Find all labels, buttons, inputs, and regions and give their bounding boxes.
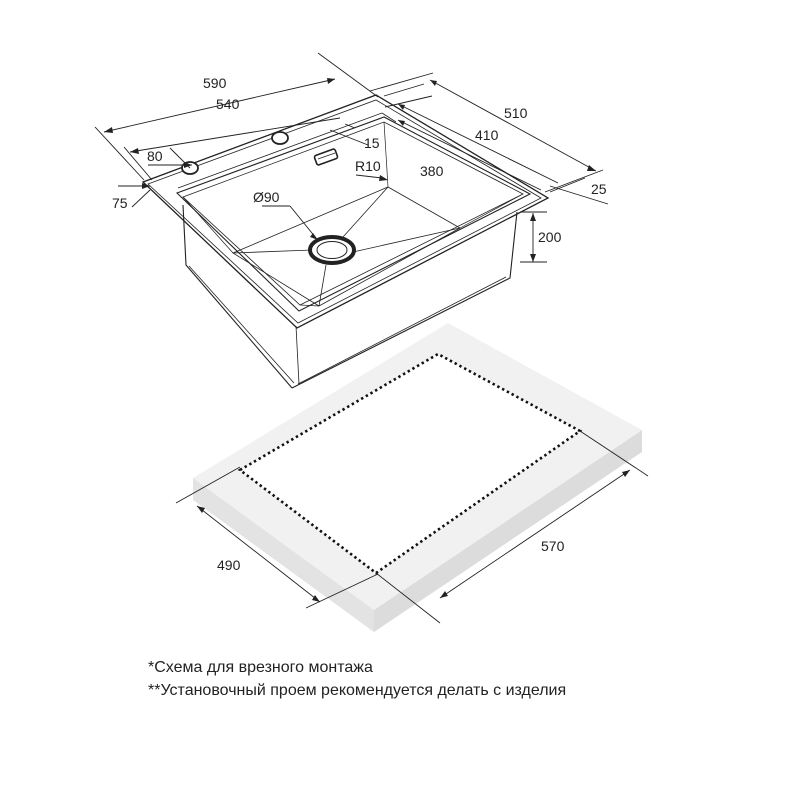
arrow-590-right bbox=[327, 78, 335, 84]
label-r10: R10 bbox=[355, 158, 381, 174]
leader-15-b bbox=[344, 123, 356, 129]
dim-line-490 bbox=[196, 505, 321, 603]
drain-rib-1 bbox=[232, 249, 313, 254]
label-d90: Ø90 bbox=[253, 189, 280, 205]
label-490: 490 bbox=[217, 557, 241, 573]
ext-510-right bbox=[544, 169, 604, 193]
dimension-labels: 590 540 80 75 15 R10 380 410 510 25 Ø90 … bbox=[112, 75, 607, 573]
ledge-line-2 bbox=[381, 112, 397, 123]
ext-410 bbox=[383, 83, 425, 97]
leader-d90-b bbox=[289, 205, 317, 239]
bowl-corner-back bbox=[383, 121, 389, 188]
bowl-bottom-edge bbox=[188, 265, 295, 384]
ext-590-left bbox=[94, 126, 145, 181]
arrow-80 bbox=[184, 162, 192, 168]
arrowheads bbox=[104, 78, 630, 602]
label-80: 80 bbox=[147, 148, 163, 164]
countertop bbox=[193, 323, 642, 632]
dim-line-380 bbox=[397, 119, 542, 191]
dimension-lines bbox=[94, 52, 649, 624]
arrow-510-top bbox=[430, 80, 437, 86]
deck-outline bbox=[141, 94, 550, 329]
countertop-front-face bbox=[193, 478, 374, 632]
note-flush-mount: *Схема для врезного монтажа bbox=[148, 659, 373, 676]
ext-510-top bbox=[369, 72, 434, 92]
label-25: 25 bbox=[591, 181, 607, 197]
label-380: 380 bbox=[420, 163, 444, 179]
arrow-490-top bbox=[197, 506, 205, 513]
note-cutout-recommendation: **Установочный проем рекомендуется делат… bbox=[148, 682, 567, 699]
arrow-570-right bbox=[622, 470, 630, 477]
bowl-rim-inner bbox=[182, 121, 524, 306]
deck-outline-inner bbox=[147, 99, 542, 324]
arrow-570-left bbox=[440, 591, 448, 598]
bowl-left-wall bbox=[182, 204, 293, 389]
bowl-corner-front bbox=[299, 304, 320, 307]
ext-540-left bbox=[123, 146, 153, 181]
label-590: 590 bbox=[203, 75, 227, 91]
dim-line-510 bbox=[429, 79, 597, 172]
ext-570-a bbox=[375, 572, 441, 624]
arrow-200-bottom bbox=[530, 254, 536, 262]
sink-technical-drawing: 590 540 80 75 15 R10 380 410 510 25 Ø90 … bbox=[94, 52, 649, 632]
drain-rib-2 bbox=[342, 186, 389, 238]
ext-75 bbox=[131, 189, 151, 208]
label-570: 570 bbox=[541, 538, 565, 554]
ext-570-b bbox=[579, 430, 649, 477]
drain bbox=[308, 235, 356, 265]
dim-line-570 bbox=[439, 469, 631, 599]
arrow-r10 bbox=[379, 175, 388, 181]
ext-25 bbox=[549, 177, 586, 193]
dim-line-590 bbox=[103, 78, 336, 133]
bowl-bottom-edge-2 bbox=[297, 276, 507, 385]
arrow-d90 bbox=[310, 233, 318, 240]
drain-rib-3 bbox=[352, 227, 461, 253]
label-75: 75 bbox=[112, 195, 128, 211]
dim-line-410 bbox=[397, 103, 559, 184]
arrow-590-left bbox=[104, 127, 113, 133]
arrow-540-left bbox=[130, 148, 139, 154]
arrow-200-top bbox=[530, 213, 536, 221]
leader-r10 bbox=[355, 174, 383, 179]
installation-notes: *Схема для врезного монтажа **Установочн… bbox=[148, 656, 788, 702]
ext-590-right bbox=[317, 52, 379, 98]
dim-line-540 bbox=[129, 117, 341, 153]
arrow-75 bbox=[142, 183, 150, 189]
label-410: 410 bbox=[475, 127, 499, 143]
label-540: 540 bbox=[216, 96, 240, 112]
label-510: 510 bbox=[504, 105, 528, 121]
overflow-icon bbox=[313, 148, 339, 166]
arrow-380 bbox=[398, 120, 405, 126]
arrow-490-bottom bbox=[312, 595, 320, 602]
dim-line-25 bbox=[549, 185, 609, 205]
leader-15 bbox=[329, 129, 369, 146]
tap-hole-right-icon bbox=[271, 131, 289, 145]
bowl-front-wall bbox=[291, 211, 518, 389]
arrow-510-bottom bbox=[587, 165, 596, 171]
label-200: 200 bbox=[538, 229, 562, 245]
bowl-wall-edge bbox=[295, 325, 300, 385]
arrow-410 bbox=[398, 104, 405, 110]
countertop-right-face bbox=[374, 430, 642, 632]
drain-inner-icon bbox=[316, 241, 348, 259]
bowl-corner-right bbox=[459, 193, 524, 229]
ext-490-a bbox=[175, 466, 241, 504]
bowl-rim bbox=[175, 116, 532, 312]
ext-490-b bbox=[305, 573, 379, 609]
drain-rib-4 bbox=[318, 264, 327, 307]
ledge-line bbox=[177, 112, 383, 189]
ext-380 bbox=[384, 95, 433, 108]
label-15: 15 bbox=[364, 135, 380, 151]
bowl-corner-left bbox=[182, 196, 234, 254]
sink bbox=[141, 94, 550, 389]
